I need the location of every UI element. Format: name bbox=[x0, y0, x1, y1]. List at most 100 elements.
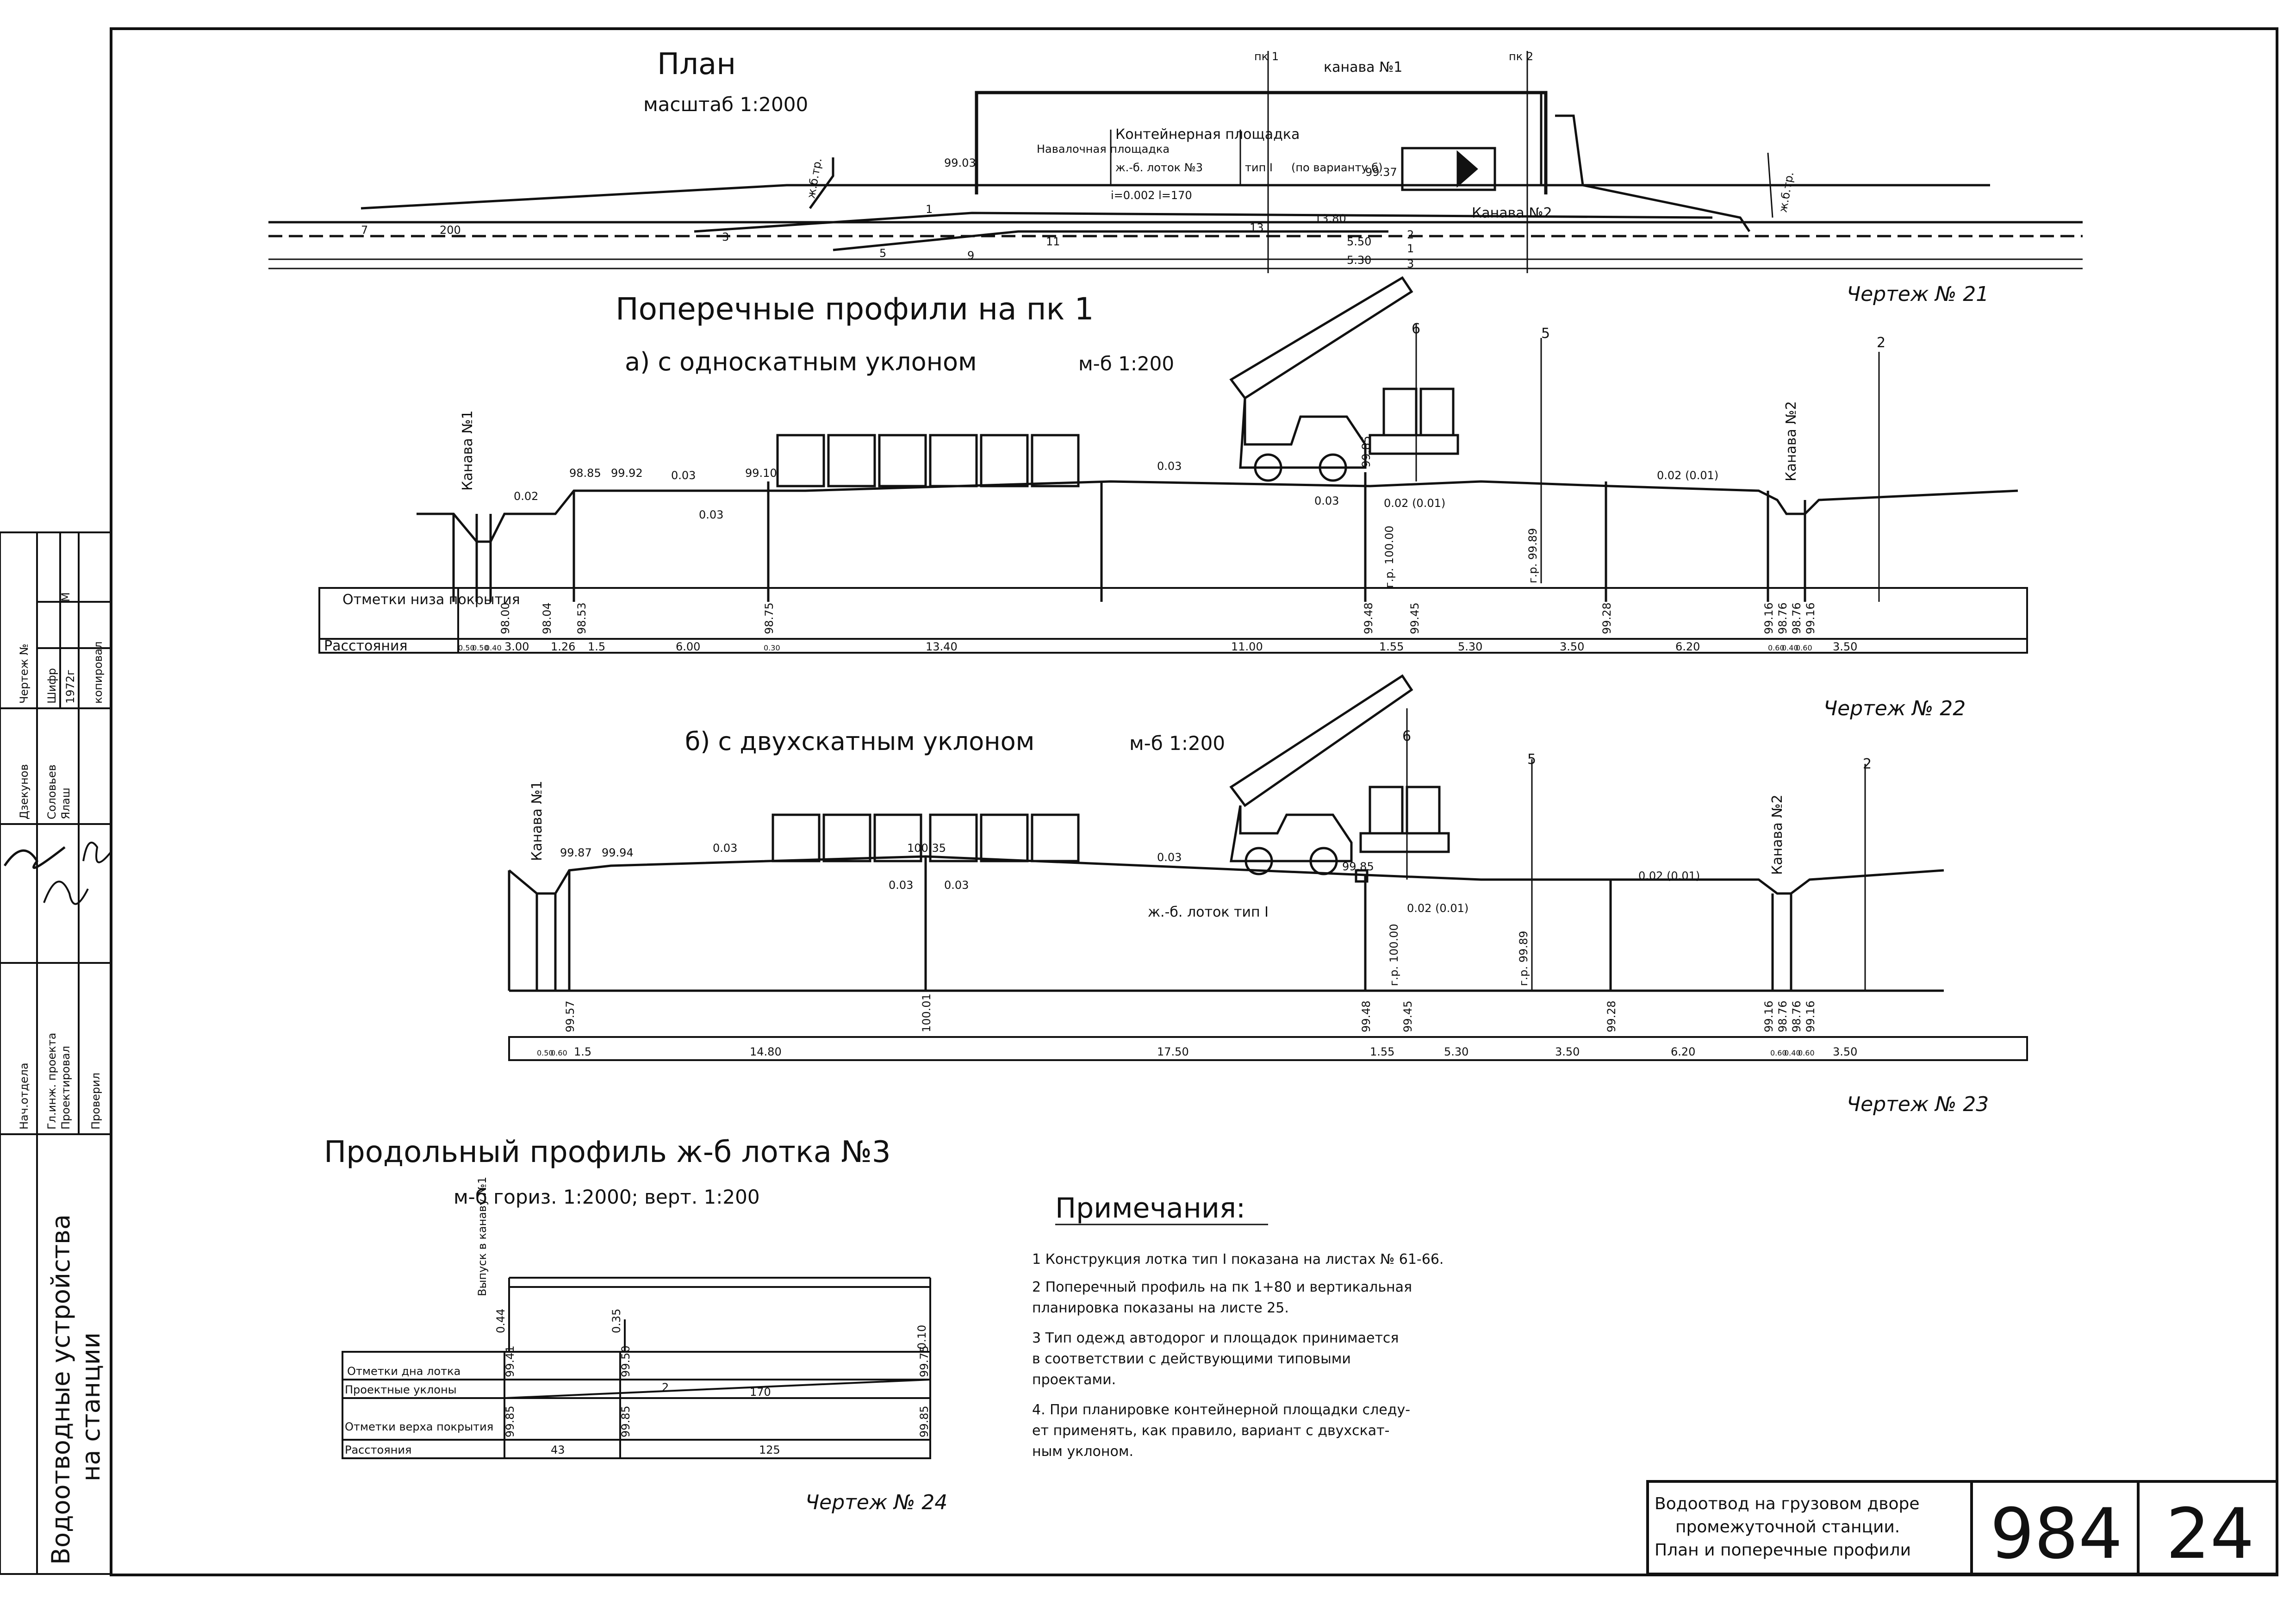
profile-b: б) с двухскатным уклоном м-б 1:200 bbox=[508, 674, 2028, 1116]
row1-value: 100.01 bbox=[920, 993, 933, 1032]
row2-value: 6.00 bbox=[676, 640, 700, 653]
signature-1 bbox=[3, 846, 66, 869]
profile-b-title: б) с двухскатным уклоном bbox=[685, 727, 1034, 756]
plan: План масштаб 1:2000 канава №1 Канава №2 … bbox=[268, 47, 2083, 306]
row1-value: 99.16 bbox=[1804, 602, 1817, 634]
long-row-value: 170 bbox=[750, 1386, 771, 1399]
stamp-m: М bbox=[59, 592, 72, 602]
stamp-main-2: на станции bbox=[76, 1332, 106, 1481]
profile-a-slope: 0.02 (0.01) bbox=[1384, 497, 1445, 510]
track-label: 7 bbox=[361, 224, 368, 237]
long-profile-drawing-no: Чертеж № 24 bbox=[805, 1491, 947, 1514]
stamp-row-2: Проектировал bbox=[59, 1046, 72, 1130]
track-label: 11 bbox=[1046, 235, 1060, 248]
title-line-3: План и поперечные профили bbox=[1655, 1541, 1911, 1560]
profile-a-row1: 98.00 98.04 98.53 98.75 99.48 99.45 99.2… bbox=[499, 602, 1817, 634]
track-label: 1 bbox=[1407, 242, 1414, 255]
track-label: 200 bbox=[440, 224, 461, 237]
profile-b-slope: 0.03 bbox=[1157, 851, 1182, 864]
note-line: ным уклоном. bbox=[1032, 1443, 1133, 1460]
long-row-value: 43 bbox=[551, 1443, 565, 1456]
note-line: планировка показаны на листе 25. bbox=[1032, 1300, 1289, 1316]
stamp-row-0: Нач.отдела bbox=[18, 1062, 31, 1130]
profile-b-drawing-no: Чертеж № 23 bbox=[1847, 1093, 1989, 1116]
profile-b-top-elev: 99.87 bbox=[560, 846, 592, 859]
profile-b-slope: 0.03 bbox=[944, 879, 969, 892]
plan-title: План bbox=[657, 47, 736, 81]
profile-b-top-elev: 99.94 bbox=[602, 846, 634, 859]
row2-value: 0.50 bbox=[472, 643, 489, 652]
notes: Примечания: 1 Конструкция лотка тип I по… bbox=[1032, 1192, 1444, 1460]
row2-value: 5.30 bbox=[1458, 640, 1482, 653]
row2-value: 0.40 bbox=[1784, 1049, 1801, 1057]
profile-b-kanava1: Канава №1 bbox=[529, 781, 545, 861]
side-stamp: Нач.отдела Гл.инж. проекта Проектировал … bbox=[0, 531, 112, 1575]
plan-drawing-no: Чертеж № 21 bbox=[1847, 282, 1989, 306]
title-line-1: Водоотвод на грузовом дворе bbox=[1655, 1494, 1919, 1513]
row2-value: 0.60 bbox=[1770, 1049, 1787, 1057]
row2-value: 6.20 bbox=[1675, 640, 1700, 653]
truck-crane-b bbox=[1229, 674, 1450, 875]
profile-b-slope: 0.03 bbox=[889, 879, 913, 892]
row2-value: 11.00 bbox=[1231, 640, 1263, 653]
track-label: 5 bbox=[879, 247, 886, 260]
plan-lotok-params: i=0.002 l=170 bbox=[1111, 189, 1192, 202]
profile-b-gr: г.р. 100.00 bbox=[1388, 924, 1400, 986]
profile-a-slope: 0.03 bbox=[671, 469, 696, 482]
profile-a-top-elev: 99.92 bbox=[611, 467, 643, 480]
stamp-kopiroval: копировал bbox=[92, 641, 105, 704]
profile-a-row2: 0.50 0.50 0.40 3.00 1.26 1.5 6.00 0.30 1… bbox=[458, 640, 1857, 653]
long-profile: Продольный профиль ж-б лотка №3 м-б гори… bbox=[324, 1135, 947, 1514]
stamp-row-1: Гл.инж. проекта bbox=[45, 1033, 58, 1130]
profile-a-slope: 0.02 bbox=[514, 490, 538, 503]
profile-b-top-elev: 99.85 bbox=[1342, 860, 1374, 873]
plan-pk1: пк 1 bbox=[1254, 50, 1279, 63]
row2-value: 0.50 bbox=[458, 643, 475, 652]
profile-a-slope: 0.02 (0.01) bbox=[1657, 469, 1718, 482]
stamp-chertezh: Чертеж № bbox=[18, 644, 31, 704]
profile-b-marker: 6 bbox=[1402, 728, 1411, 744]
note-line: 3 Тип одежд автодорог и площадок принима… bbox=[1032, 1330, 1399, 1346]
profile-a-slope: 0.03 bbox=[699, 508, 723, 521]
plan-navalochnaya: Навалочная площадка bbox=[1037, 143, 1170, 156]
track-label: 9 bbox=[967, 249, 974, 262]
row2-value: 5.30 bbox=[1444, 1045, 1468, 1058]
plan-kanava1: канава №1 bbox=[1324, 59, 1402, 75]
long-row-header: Проектные уклоны bbox=[345, 1383, 457, 1396]
profile-a-marker: 2 bbox=[1877, 335, 1885, 351]
row1-value: 99.48 bbox=[1360, 1000, 1373, 1032]
track-label: 13.80 bbox=[1314, 212, 1346, 225]
long-row-value: 99.50 bbox=[619, 1345, 632, 1377]
stamp-name-0: Дзекунов bbox=[18, 764, 31, 820]
long-row-value: 2 bbox=[662, 1381, 669, 1394]
row1-value: 98.04 bbox=[541, 602, 554, 634]
profile-a-drawing-no: Чертеж № 22 bbox=[1823, 697, 1966, 720]
row2-value: 0.60 bbox=[1796, 643, 1812, 652]
long-row-header: Расстояния bbox=[345, 1443, 411, 1456]
row1-value: 98.76 bbox=[1776, 602, 1789, 634]
profile-a-gr: г.р. 100.00 bbox=[1383, 525, 1396, 588]
cross-title: Поперечные профили на пк 1 bbox=[616, 291, 1094, 327]
profile-a-slope: 0.03 bbox=[1157, 460, 1182, 473]
row2-value: 3.50 bbox=[1560, 640, 1584, 653]
plan-pk2: пк 2 bbox=[1509, 50, 1533, 63]
title-line-2: промежуточной станции. bbox=[1675, 1518, 1900, 1537]
plan-elev-right: 99.37 bbox=[1365, 166, 1397, 179]
profile-b-top-elev: 100.35 bbox=[907, 842, 946, 855]
row2-value: 6.20 bbox=[1671, 1045, 1695, 1058]
profile-a-scale: м-б 1:200 bbox=[1078, 352, 1174, 375]
row2-value: 0.60 bbox=[551, 1049, 567, 1057]
row2-value: 14.80 bbox=[750, 1045, 782, 1058]
plan-zhbtr-right: ж.б.тр. bbox=[1776, 171, 1796, 213]
note-line: 4. При планировке контейнерной площадки … bbox=[1032, 1402, 1410, 1418]
row2-value: 1.55 bbox=[1370, 1045, 1394, 1058]
row2-value: 1.26 bbox=[551, 640, 575, 653]
row1-value: 99.57 bbox=[564, 1000, 577, 1032]
profile-b-kanava2: Канава №2 bbox=[1769, 794, 1786, 875]
long-depth: 0.35 bbox=[610, 1309, 623, 1333]
long-profile-outlet: Выпуск в канаву №1 bbox=[476, 1177, 489, 1296]
row1-value: 98.00 bbox=[499, 602, 512, 634]
truck-crane-a bbox=[1229, 276, 1459, 482]
profile-b-marker: 2 bbox=[1863, 756, 1872, 772]
